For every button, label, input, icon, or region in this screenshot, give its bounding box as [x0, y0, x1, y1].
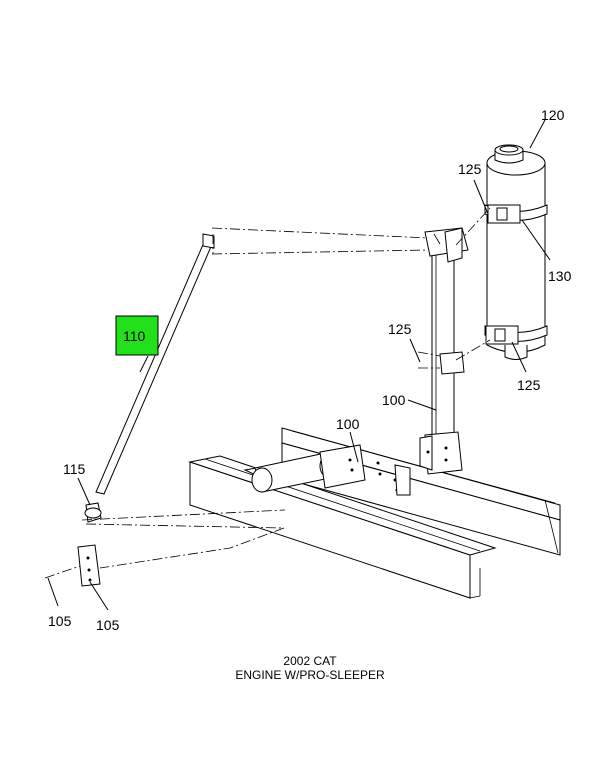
highlight-box-110[interactable]	[115, 315, 159, 356]
phantom-lines	[44, 207, 491, 579]
upper-bracket	[424, 227, 469, 375]
callout-105-left[interactable]: 105	[48, 613, 72, 629]
leader-lines	[47, 119, 551, 611]
callout-115[interactable]: 115	[63, 461, 86, 477]
callout-100-upper[interactable]: 100	[382, 392, 406, 408]
cross-member	[243, 444, 411, 496]
lower-bracket	[77, 544, 101, 587]
callout-125-top[interactable]: 125	[458, 161, 482, 177]
strut-rod	[84, 233, 215, 523]
caption-line-1: 2002 CAT	[283, 654, 337, 668]
callout-125-mid[interactable]: 125	[388, 321, 412, 337]
callout-125-low[interactable]: 125	[517, 377, 541, 393]
callout-120[interactable]: 120	[541, 107, 565, 123]
muffler	[484, 144, 548, 360]
stack-pipe	[419, 239, 463, 475]
callout-100-lower[interactable]: 100	[336, 416, 360, 432]
caption-line-2: ENGINE W/PRO-SLEEPER	[235, 668, 385, 682]
callout-105-right[interactable]: 105	[96, 617, 120, 633]
callout-130[interactable]: 130	[548, 268, 572, 284]
callout-110[interactable]: 110	[123, 328, 146, 344]
